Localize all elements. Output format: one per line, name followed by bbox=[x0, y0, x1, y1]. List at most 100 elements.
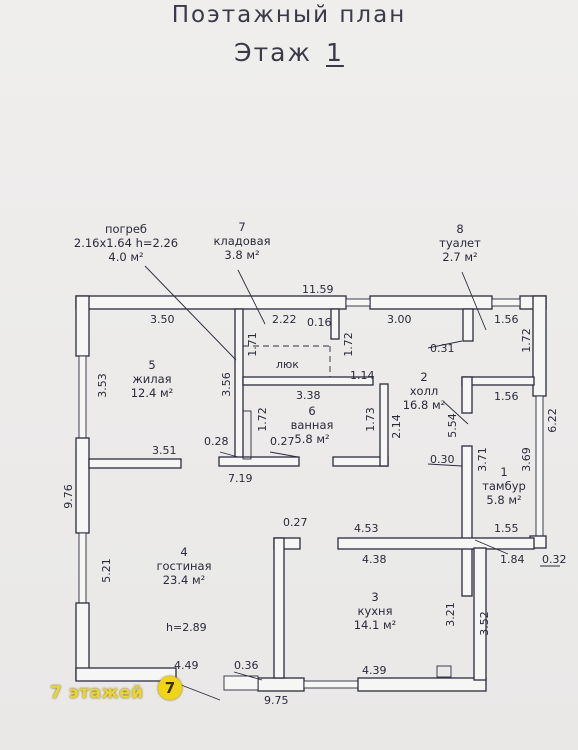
wall-vestibule-top bbox=[461, 376, 535, 386]
dim-right-total: 6.22 bbox=[545, 408, 559, 433]
dim-0-31: 0.31 bbox=[430, 342, 455, 355]
wall-top-right bbox=[369, 295, 493, 310]
dim-3-00: 3.00 bbox=[387, 313, 412, 326]
ceiling-height: h=2.89 bbox=[166, 621, 207, 634]
dim-3-53: 3.53 bbox=[95, 373, 109, 398]
leader-storage bbox=[237, 269, 266, 325]
dim-1-14: 1.14 bbox=[350, 369, 375, 382]
floor-number: 1 bbox=[325, 38, 344, 67]
wall-toilet bbox=[462, 308, 474, 342]
dim-0-32: 0.32 bbox=[542, 553, 567, 566]
dim-0-27-bath: 0.27 bbox=[270, 435, 295, 448]
dim-0-30: 0.30 bbox=[430, 453, 455, 466]
window-left-top bbox=[78, 355, 87, 439]
dim-0-28: 0.28 bbox=[204, 435, 229, 448]
dim-1-56-top: 1.56 bbox=[494, 313, 519, 326]
leader-031 bbox=[427, 340, 463, 349]
kitchen-stove bbox=[436, 665, 452, 678]
watermark-logo-text: 7 этажей bbox=[50, 683, 144, 703]
dim-3-52: 3.52 bbox=[477, 611, 491, 636]
dim-3-21: 3.21 bbox=[443, 602, 457, 627]
leader-bottom bbox=[175, 682, 221, 701]
dim-7-19: 7.19 bbox=[228, 472, 253, 485]
window-bottom-left bbox=[223, 675, 259, 691]
dim-bottom-total: 9.75 bbox=[264, 694, 289, 707]
wall-bottom-right bbox=[357, 677, 487, 692]
dim-4-39: 4.39 bbox=[362, 664, 387, 677]
bath-outline bbox=[242, 410, 252, 460]
wall-kitchen-top bbox=[337, 537, 535, 550]
dim-3-38: 3.38 bbox=[296, 389, 321, 402]
dim-3-71: 3.71 bbox=[475, 447, 489, 472]
watermark-logo-badge: 7 bbox=[158, 676, 182, 700]
wall-bottom-left bbox=[75, 667, 177, 682]
dim-3-51: 3.51 bbox=[152, 444, 177, 457]
wall-left-top bbox=[75, 295, 90, 357]
window-top bbox=[345, 298, 371, 307]
dim-4-49: 4.49 bbox=[174, 659, 199, 672]
plan-title: Поэтажный план bbox=[171, 2, 407, 28]
dim-1-72-bath: 1.72 bbox=[255, 407, 269, 432]
dim-3-56: 3.56 bbox=[219, 372, 233, 397]
dim-1-56-mid: 1.56 bbox=[494, 390, 519, 403]
leader-027 bbox=[269, 451, 299, 458]
dim-5-21: 5.21 bbox=[99, 558, 113, 583]
wall-living-bedroom bbox=[88, 458, 182, 469]
dim-2-22: 2.22 bbox=[272, 313, 297, 326]
wall-vestibule-stub bbox=[461, 376, 473, 414]
dim-1-72-mid: 1.72 bbox=[341, 332, 355, 357]
dim-1-84: 1.84 bbox=[500, 553, 525, 566]
dim-1-73: 1.73 bbox=[363, 407, 377, 432]
wall-bottom-mid bbox=[257, 677, 305, 692]
dim-0-27-liv: 0.27 bbox=[283, 516, 308, 529]
wall-right-top bbox=[532, 295, 547, 397]
wall-bath-vertical bbox=[379, 383, 389, 467]
dim-0-16: 0.16 bbox=[307, 316, 332, 329]
leader-cellar bbox=[144, 265, 237, 361]
hatch-label: люк bbox=[276, 358, 299, 371]
dim-3-50: 3.50 bbox=[150, 313, 175, 326]
wall-kitchen-right bbox=[473, 547, 487, 681]
dim-0-36: 0.36 bbox=[234, 659, 259, 672]
leader-036 bbox=[233, 671, 263, 681]
dim-4-38: 4.38 bbox=[362, 553, 387, 566]
wall-living-kitchen-v bbox=[273, 537, 285, 679]
wall-storage-shelf bbox=[242, 376, 374, 386]
wall-vestibule-left bbox=[461, 445, 473, 597]
window-left-bottom bbox=[78, 532, 87, 604]
leader-vestibule bbox=[474, 539, 509, 555]
leader-030 bbox=[427, 463, 463, 467]
dim-1-72-right: 1.72 bbox=[519, 328, 533, 353]
leader-toilet bbox=[461, 271, 487, 331]
wall-storage-left bbox=[234, 308, 244, 462]
dim-4-53: 4.53 bbox=[354, 522, 379, 535]
window-bottom-mid bbox=[303, 680, 359, 689]
window-top-right bbox=[491, 298, 521, 307]
wall-top-left bbox=[75, 295, 347, 310]
window-right bbox=[535, 395, 544, 537]
wall-bath-left-stub bbox=[218, 456, 300, 467]
dim-2-14: 2.14 bbox=[389, 414, 403, 439]
leader-hall bbox=[443, 401, 469, 425]
wall-storage-stub bbox=[330, 308, 340, 340]
dim-1-71: 1.71 bbox=[245, 332, 259, 357]
dim-1-55: 1.55 bbox=[494, 522, 519, 535]
wall-left-mid bbox=[75, 437, 90, 534]
dim-3-69: 3.69 bbox=[519, 447, 533, 472]
dim-left-total: 9.76 bbox=[61, 484, 75, 509]
dim-top-total: 11.59 bbox=[302, 283, 334, 296]
floor-heading: Этаж 1 bbox=[0, 38, 578, 67]
dim-5-54: 5.54 bbox=[445, 413, 459, 438]
cellar-label: погреб 2.16x1.64 h=2.26 4.0 м² bbox=[73, 222, 179, 264]
floor-label: Этаж bbox=[234, 38, 312, 67]
